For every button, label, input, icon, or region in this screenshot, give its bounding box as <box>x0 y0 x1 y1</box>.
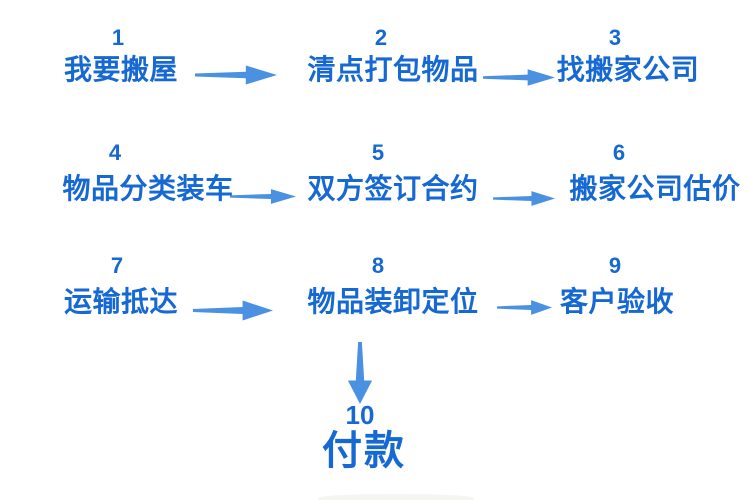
step-9-number: 9 <box>608 253 622 278</box>
arrow-down-icon <box>346 342 374 404</box>
step-9-label: 客户验收 <box>559 286 674 317</box>
arrow-right-icon <box>483 68 555 87</box>
step-4-label: 物品分类装车 <box>62 173 234 204</box>
arrow-right-icon <box>195 64 277 86</box>
arrow-right-icon <box>230 188 296 205</box>
step-7-number: 7 <box>110 253 124 278</box>
step-8-number: 8 <box>371 253 385 278</box>
step-8-label: 物品装卸定位 <box>307 286 479 317</box>
step-10-number: 10 <box>345 400 375 430</box>
cropped-image-edge <box>318 494 474 500</box>
arrow-right-icon <box>193 299 273 322</box>
arrow-right-icon <box>497 299 552 316</box>
arrow-right-icon <box>493 190 555 207</box>
step-5-label: 双方签订合约 <box>307 173 479 204</box>
step-6-label: 搬家公司估价 <box>569 173 741 204</box>
step-1-label: 我要搬屋 <box>63 54 178 85</box>
step-10-label: 付款 <box>322 429 406 473</box>
step-7-label: 运输抵达 <box>63 286 178 317</box>
step-3-label: 找搬家公司 <box>556 54 700 85</box>
step-3-number: 3 <box>608 25 622 50</box>
step-5-number: 5 <box>371 140 385 165</box>
step-2-label: 清点打包物品 <box>307 54 479 85</box>
step-2-number: 2 <box>374 25 388 50</box>
step-1-number: 1 <box>111 25 125 50</box>
step-6-number: 6 <box>612 140 626 165</box>
step-4-number: 4 <box>108 140 122 165</box>
